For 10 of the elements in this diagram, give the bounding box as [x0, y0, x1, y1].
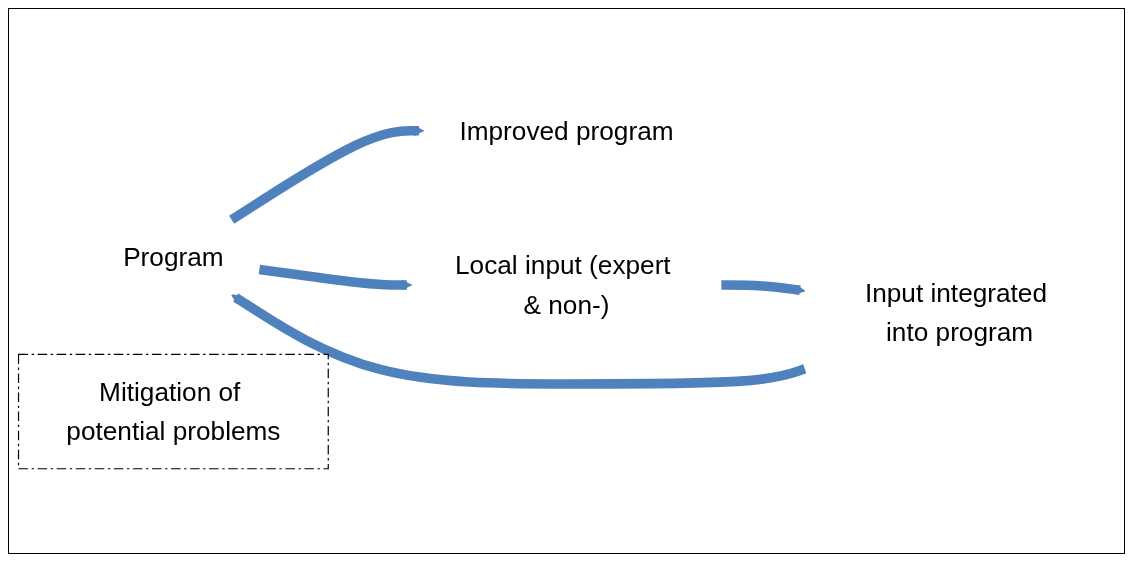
arrow: [229, 125, 425, 224]
node-box: [17, 353, 329, 470]
node-text: Local input (expert & non-): [455, 250, 671, 320]
diagram-frame: Program Improved program Local input (expert & non-) Input integrated into program Mitigation of potential problems: [8, 8, 1125, 554]
arrow: [231, 293, 807, 389]
node-text: Input integrated into program: [864, 278, 1048, 348]
node-text: Program: [123, 242, 224, 273]
node-text: Improved program: [459, 115, 674, 146]
arrow: [258, 264, 413, 291]
arrow: [721, 280, 806, 295]
